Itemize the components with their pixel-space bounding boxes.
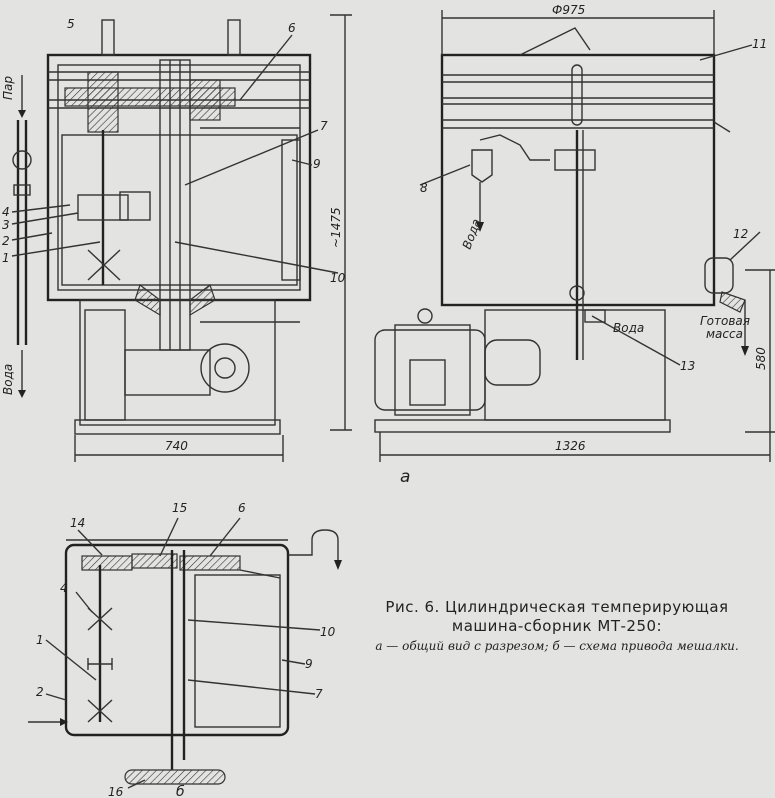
scheme-view	[28, 517, 342, 789]
label-steam: Пар	[1, 76, 15, 100]
dim-580: 580	[754, 347, 768, 370]
label-13: 13	[680, 359, 695, 373]
dim-1326: 1326	[555, 439, 586, 453]
label-1b: 1	[36, 633, 44, 647]
label-6b: 6	[238, 501, 246, 515]
label-1: 1	[2, 251, 10, 265]
label-product-2: масса	[706, 327, 743, 341]
label-2: 2	[2, 234, 10, 248]
label-4: 4	[2, 205, 10, 219]
label-product-1: Готовая	[700, 314, 750, 328]
figure-caption: Рис. 6. Цилиндрическая темперирующая маш…	[352, 598, 762, 653]
scheme-tank	[64, 543, 290, 737]
label-15: 15	[172, 501, 187, 515]
label-8: 8	[420, 181, 428, 195]
label-water-out: Вода	[460, 217, 484, 251]
view-a-letter: а	[400, 467, 410, 487]
label-11: 11	[752, 37, 767, 51]
label-5: 5	[67, 17, 75, 31]
label-10b: 10	[320, 625, 336, 639]
label-10: 10	[330, 271, 346, 285]
label-16: 16	[108, 785, 124, 798]
scheme-inner-jacket	[194, 574, 281, 728]
labels: 5 6 7 9 10 4 3 2 1 Пар Вода 740 ~1475 Ф9…	[1, 3, 768, 798]
label-water-in: Вода	[613, 321, 644, 335]
label-2b: 2	[36, 685, 44, 699]
label-3: 3	[2, 218, 10, 232]
dim-975: Ф975	[552, 3, 585, 17]
caption-title: Рис. 6. Цилиндрическая темперирующая маш…	[385, 598, 729, 635]
label-7: 7	[320, 119, 328, 133]
caption-subtitle: а — общий вид с разрезом; б — схема прив…	[375, 639, 739, 653]
label-6: 6	[288, 21, 296, 35]
side-view	[374, 10, 775, 462]
label-9: 9	[313, 157, 321, 171]
dim-740: 740	[165, 439, 188, 453]
view-b-letter: б	[176, 784, 185, 798]
dim-1475: ~1475	[329, 207, 343, 248]
label-12: 12	[733, 227, 748, 241]
label-water-left: Вода	[1, 364, 15, 395]
label-7b: 7	[315, 687, 323, 701]
label-9b: 9	[305, 657, 313, 671]
section-view	[11, 14, 352, 462]
label-4b: 4	[60, 581, 68, 595]
label-14: 14	[70, 516, 85, 530]
